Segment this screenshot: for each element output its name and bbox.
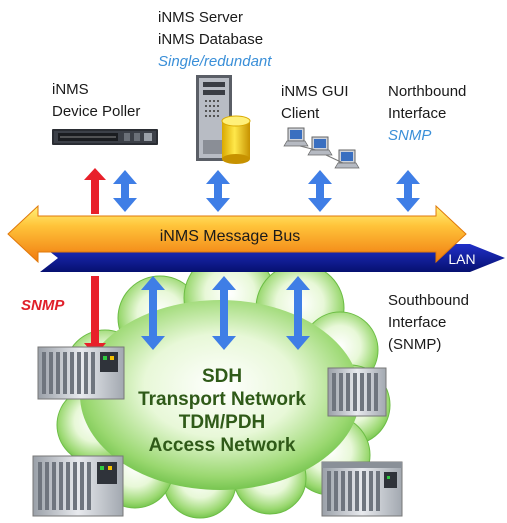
gui-label-line-2: Client <box>281 105 320 122</box>
server-label-line-1: iNMS Server <box>158 9 243 26</box>
device-poller-icon <box>52 129 158 145</box>
southbound-arrow-2 <box>212 276 236 350</box>
southbound-arrow-1 <box>141 276 165 350</box>
cloud-label-line-4: Access Network <box>149 435 296 456</box>
northbound-label-line-1: Northbound <box>388 83 466 100</box>
northbound-label-line-2: Interface <box>388 105 446 122</box>
cloud-label: SDH Transport Network TDM/PDH Access Net… <box>138 366 306 456</box>
network-equipment-rack-icon <box>321 461 403 517</box>
gui-label-line-1: iNMS GUI <box>281 83 349 100</box>
server-label-line-2: iNMS Database <box>158 31 263 48</box>
poller-label-line-2: Device Poller <box>52 103 140 120</box>
client-computer-2 <box>307 136 333 156</box>
poller-label-line-1: iNMS <box>52 81 89 98</box>
client-computer-3 <box>334 149 360 169</box>
gui-client-computers-icon <box>283 127 360 169</box>
network-equipment-rack-icon <box>32 455 124 517</box>
lan-label: LAN <box>448 251 475 267</box>
message-bus-label: iNMS Message Bus <box>160 228 301 245</box>
client-computer-1 <box>283 127 309 147</box>
network-equipment-rack-icon <box>37 346 125 400</box>
server-label-line-3: Single/redundant <box>158 53 272 70</box>
poller-bus-arrow <box>113 170 137 212</box>
snmp-red-arrow <box>84 168 106 356</box>
cloud-label-line-2: Transport Network <box>138 389 306 410</box>
snmp-label: SNMP <box>21 297 65 314</box>
cloud-label-line-1: SDH <box>202 366 242 387</box>
server-tower-icon <box>196 75 232 161</box>
southbound-label-line-2: Interface <box>388 314 446 331</box>
northbound-label-line-3: SNMP <box>388 127 431 144</box>
northbound-bus-arrow <box>396 170 420 212</box>
lower-blue-arrows <box>141 276 310 350</box>
cloud-label-line-3: TDM/PDH <box>179 412 266 433</box>
server-bus-arrow <box>206 170 230 212</box>
gui-bus-arrow <box>308 170 332 212</box>
upper-blue-arrows <box>113 170 420 212</box>
southbound-label-line-1: Southbound <box>388 292 469 309</box>
southbound-label-line-3: (SNMP) <box>388 336 441 353</box>
southbound-arrow-3 <box>286 276 310 350</box>
message-bus-arrow: iNMS Message Bus <box>7 204 467 264</box>
network-equipment-rack-icon <box>327 367 387 417</box>
database-cylinder-icon <box>221 115 251 164</box>
